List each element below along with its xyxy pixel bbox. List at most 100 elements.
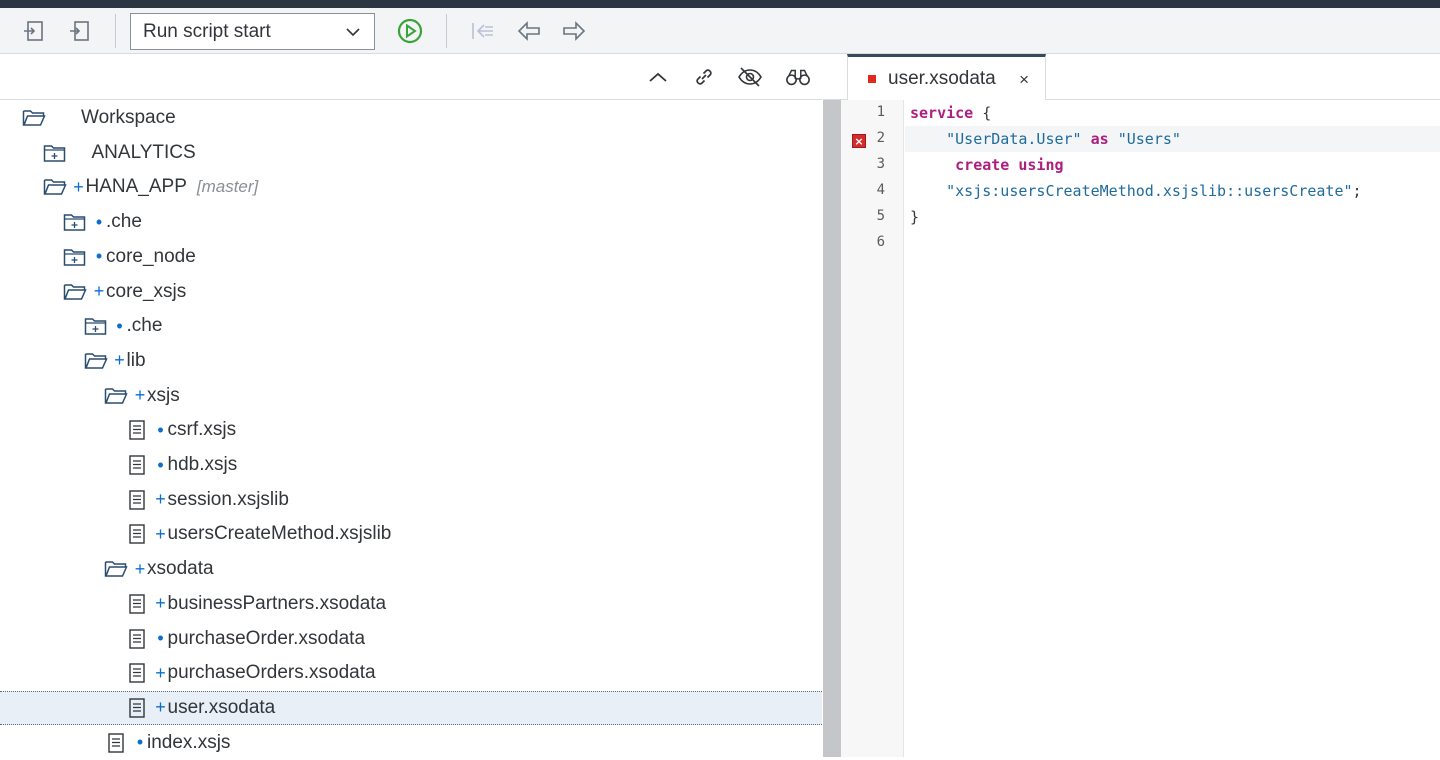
folder-closed-icon bbox=[42, 142, 68, 164]
tree-item-label: hdb.xsjs bbox=[167, 454, 238, 475]
tree-item-label: ANALYTICS bbox=[91, 141, 196, 163]
tree-item[interactable]: •csrf.xsjs bbox=[0, 413, 822, 447]
git-status-mark: + bbox=[93, 281, 105, 301]
tree-item-label: user.xsodata bbox=[167, 696, 276, 718]
code-string: "xsjs:usersCreateMethod.xsjslib::usersCr… bbox=[946, 182, 1353, 200]
main-toolbar: Run script start bbox=[0, 8, 1440, 54]
code-text: } bbox=[910, 208, 920, 226]
back-icon[interactable] bbox=[514, 16, 544, 46]
toolbar-separator bbox=[446, 14, 447, 48]
git-status-mark: + bbox=[134, 558, 146, 579]
tree-item-label: lib bbox=[126, 349, 146, 371]
tree-item-label: core_xsjs bbox=[106, 280, 187, 302]
code-text: ; bbox=[1352, 182, 1362, 200]
line-number: 1 bbox=[876, 104, 885, 120]
tree-item[interactable]: •purchaseOrder.xsodata bbox=[0, 622, 822, 656]
code-indent bbox=[910, 156, 955, 174]
git-status-mark: • bbox=[95, 246, 103, 267]
code-string: "UserData.User" bbox=[946, 130, 1082, 148]
tree-item[interactable]: +xsodata bbox=[0, 552, 822, 586]
pane-splitter[interactable] bbox=[823, 100, 841, 757]
git-status-mark: + bbox=[155, 697, 166, 718]
file-icon bbox=[124, 523, 150, 545]
git-status-mark: + bbox=[155, 489, 166, 510]
git-branch-label: [master] bbox=[196, 177, 259, 197]
tree-item[interactable]: •core_node bbox=[0, 240, 822, 274]
code-text: { bbox=[973, 104, 992, 122]
git-status-mark: • bbox=[95, 211, 103, 232]
code-line: "xsjs:usersCreateMethod.xsjslib::usersCr… bbox=[910, 178, 1362, 204]
editor-tabbar: user.xsodata × bbox=[841, 54, 1440, 100]
tree-item-label: session.xsjslib bbox=[167, 488, 289, 510]
file-icon bbox=[124, 454, 150, 476]
folder-open-icon bbox=[42, 176, 68, 198]
step-back-all-icon[interactable] bbox=[468, 16, 498, 46]
run-config-select[interactable]: Run script start bbox=[130, 13, 375, 50]
folder-closed-icon bbox=[83, 315, 109, 337]
tree-item[interactable]: +purchaseOrders.xsodata bbox=[0, 656, 822, 690]
tree-item-label: .che bbox=[126, 315, 163, 337]
tree-item[interactable]: +core_xsjs bbox=[0, 275, 822, 309]
tree-item[interactable]: +user.xsodata bbox=[0, 690, 822, 725]
tree-item-label: Workspace bbox=[81, 107, 176, 128]
error-marker-icon[interactable]: × bbox=[852, 134, 866, 148]
collapse-icon[interactable] bbox=[645, 64, 671, 90]
line-number: 5 bbox=[876, 208, 885, 224]
code-line: } bbox=[910, 204, 919, 230]
forward-icon[interactable] bbox=[559, 16, 589, 46]
file-icon bbox=[103, 732, 129, 754]
tree-item-label: HANA_APP bbox=[85, 176, 187, 198]
tree-item[interactable]: +businessPartners.xsodata bbox=[0, 587, 822, 621]
close-icon[interactable]: × bbox=[1019, 70, 1029, 89]
tree-item-label: xsjs bbox=[147, 384, 180, 406]
binoculars-icon[interactable] bbox=[785, 64, 811, 90]
hide-icon[interactable] bbox=[737, 64, 763, 90]
tree-item[interactable]: +session.xsjslib bbox=[0, 483, 822, 517]
code-string: "Users" bbox=[1117, 130, 1181, 148]
line-number: 2 bbox=[876, 130, 885, 146]
tree-item[interactable]: ANALYTICS bbox=[0, 136, 822, 170]
tree-item[interactable]: •hdb.xsjs bbox=[0, 448, 822, 482]
file-icon bbox=[124, 593, 150, 615]
file-icon bbox=[124, 419, 150, 441]
tree-item[interactable]: +usersCreateMethod.xsjslib bbox=[0, 517, 822, 551]
link-icon[interactable] bbox=[691, 64, 717, 90]
tree-item[interactable]: +xsjs bbox=[0, 379, 822, 413]
file-icon bbox=[124, 489, 150, 511]
file-icon bbox=[124, 697, 150, 719]
run-config-value: Run script start bbox=[143, 20, 271, 42]
tree-item-label: purchaseOrders.xsodata bbox=[167, 662, 376, 684]
tab-user-xsodata[interactable]: user.xsodata × bbox=[847, 54, 1046, 100]
code-line: service { bbox=[910, 100, 991, 126]
tree-item-label: .che bbox=[106, 211, 142, 233]
code-text bbox=[1082, 130, 1091, 148]
tree-item[interactable]: Workspace bbox=[0, 101, 822, 135]
tree-item[interactable]: •index.xsjs bbox=[0, 726, 822, 760]
toolbar-separator bbox=[115, 14, 116, 48]
folder-open-icon bbox=[62, 281, 88, 303]
run-icon[interactable] bbox=[395, 16, 425, 46]
export-icon[interactable] bbox=[64, 16, 94, 46]
code-indent bbox=[910, 130, 946, 148]
folder-open-icon bbox=[103, 558, 129, 580]
tree-item[interactable]: +lib bbox=[0, 344, 822, 378]
tree-item-label: core_node bbox=[106, 245, 196, 267]
git-status-mark: • bbox=[116, 315, 123, 336]
git-status-mark: + bbox=[155, 662, 166, 683]
tree-item[interactable]: +HANA_APP[master] bbox=[0, 170, 822, 204]
tree-item[interactable]: •.che bbox=[0, 205, 822, 239]
code-line: "UserData.User" as "Users" bbox=[905, 126, 1440, 152]
code-indent bbox=[910, 182, 946, 200]
line-number: 4 bbox=[876, 182, 885, 198]
import-icon[interactable] bbox=[19, 16, 49, 46]
code-editor[interactable]: service { "UserData.User" as "Users" cre… bbox=[905, 100, 1440, 757]
tree-item[interactable]: •.che bbox=[0, 309, 822, 343]
git-status-mark: + bbox=[134, 385, 146, 406]
git-status-mark: • bbox=[157, 419, 164, 440]
line-number: 6 bbox=[876, 234, 885, 250]
tree-item-label: index.xsjs bbox=[147, 731, 231, 753]
code-keyword: create using bbox=[955, 156, 1064, 174]
